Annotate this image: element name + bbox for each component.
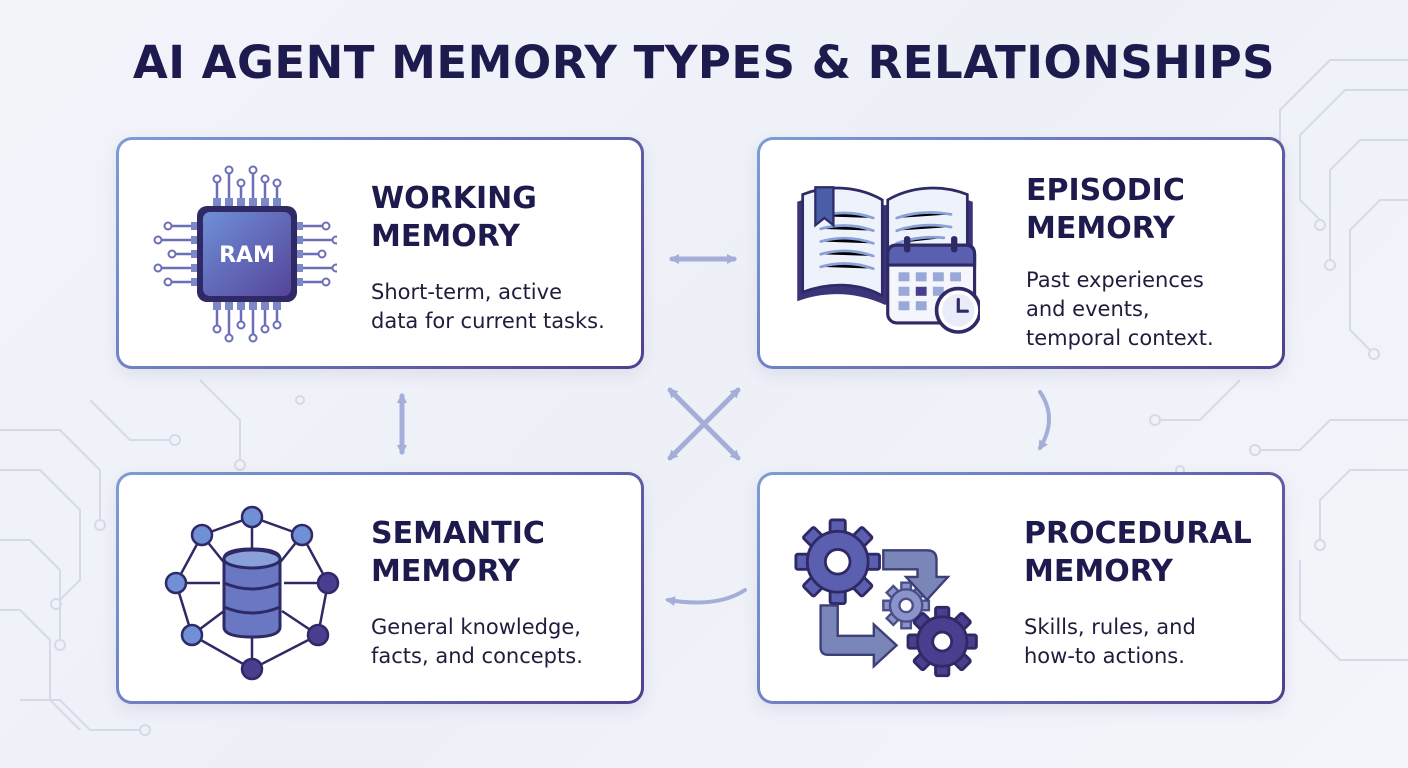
semantic-memory-description: General knowledge, facts, and concepts. [371, 615, 583, 668]
book-calendar-clock-icon [797, 186, 980, 334]
page-title: AI AGENT MEMORY TYPES & RELATIONSHIPS [132, 36, 1276, 89]
working-memory-description: Short-term, active data for current task… [371, 280, 605, 333]
procedural-memory-card: PROCEDURAL MEMORY Skills, rules, and how… [757, 472, 1285, 704]
procedural-memory-description: Skills, rules, and how-to actions. [1024, 615, 1196, 668]
episodic-memory-card: EPISODIC MEMORY Past experiences and eve… [757, 137, 1285, 369]
semantic-memory-title: SEMANTIC MEMORY [371, 516, 545, 589]
chip-label: RAM [219, 243, 275, 268]
database-network-icon [164, 505, 340, 681]
working-memory-title: WORKING MEMORY [371, 181, 537, 254]
episodic-memory-title: EPISODIC MEMORY [1026, 173, 1185, 246]
gears-process-icon [794, 518, 978, 678]
semantic-memory-card: SEMANTIC MEMORY General knowledge, facts… [116, 472, 644, 704]
episodic-memory-description: Past experiences and events, temporal co… [1026, 268, 1214, 350]
procedural-memory-title: PROCEDURAL MEMORY [1024, 516, 1252, 589]
ram-chip-icon: RAM [153, 165, 337, 343]
working-memory-card: RAM WORKING MEMORY Short-term, active da… [116, 137, 644, 369]
